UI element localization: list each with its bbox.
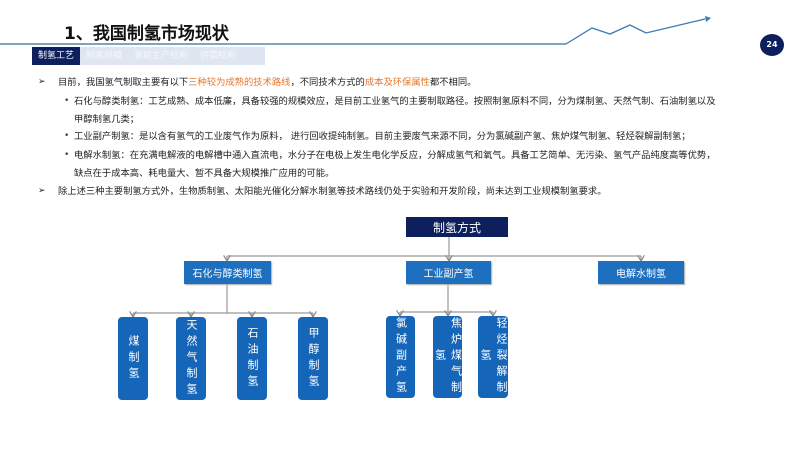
bullet-3-line-2: 缺点在于成本高、耗电量大、暂不具备大规模推广应用的可能。 [74, 168, 335, 179]
page-number-badge: 24 [760, 34, 784, 56]
diagram-root-hydrogen-methods: 制氢方式 [406, 217, 508, 237]
bullet-icon: • [64, 150, 70, 160]
header-decoration [0, 16, 711, 45]
diagram-leaf-coal: 煤制氢 [118, 317, 148, 400]
page-title: 1、我国制氢市场现状 [64, 24, 229, 44]
bullet-icon: • [64, 96, 70, 106]
arrow-bullet-icon: ➢ [38, 77, 46, 87]
paragraph-2: 除上述三种主要制氢方式外，生物质制氢、太阳能光催化分解水制氢等技术路线仍处于实验… [58, 186, 607, 197]
bullet-1-line-2: 甲醇制氢几类； [74, 114, 140, 125]
tab-hydrogen-process[interactable]: 制氢工艺 [32, 47, 81, 65]
diagram-leaf-natural-gas: 天然气制氢 [176, 317, 206, 400]
diagram-leaf-petroleum: 石油制氢 [237, 317, 267, 400]
diagram-node-petrochemical: 石化与醇类制氢 [184, 261, 271, 284]
diagram-leaf-coke-oven-gas: 焦炉煤气制氢 [433, 316, 463, 398]
diagram-leaf-chlor-alkali: 氯碱副产氢 [386, 316, 415, 398]
paragraph-1: 目前，我国氢气制取主要有以下三种较为成熟的技术路线，不同技术方式的成本及环保属性… [58, 77, 477, 88]
tab-hydrogen-scale[interactable]: 制氢规模 [86, 51, 123, 61]
tab-supply-demand[interactable]: 供需结构 [200, 51, 237, 61]
bullet-2: 工业副产制氢：是以含有氢气的工业废气作为原料， 进行回收提纯制氢。目前主要废气来… [74, 131, 691, 142]
tab-bar: 制氢工艺 制氢规模 氢能生产结构 供需结构 [32, 47, 265, 65]
bullet-1-line-1: 石化与醇类制氢：工艺成熟、成本低廉，具备较强的规模效应，是目前工业氢气的主要制取… [74, 96, 716, 107]
arrow-bullet-icon: ➢ [38, 186, 46, 196]
diagram-leaf-methanol: 甲醇制氢 [298, 317, 328, 400]
bullet-3-line-1: 电解水制氢：在充满电解液的电解槽中通入直流电，水分子在电极上发生电化学反应，分解… [74, 150, 716, 161]
bullet-icon: • [64, 131, 70, 141]
diagram-node-electrolysis: 电解水制氢 [598, 261, 684, 284]
diagram-leaf-light-hydrocarbon: 轻烃裂解制氢 [478, 316, 508, 398]
diagram-node-industrial-byproduct: 工业副产氢 [406, 261, 491, 284]
tab-production-structure[interactable]: 氢能生产结构 [134, 51, 189, 61]
